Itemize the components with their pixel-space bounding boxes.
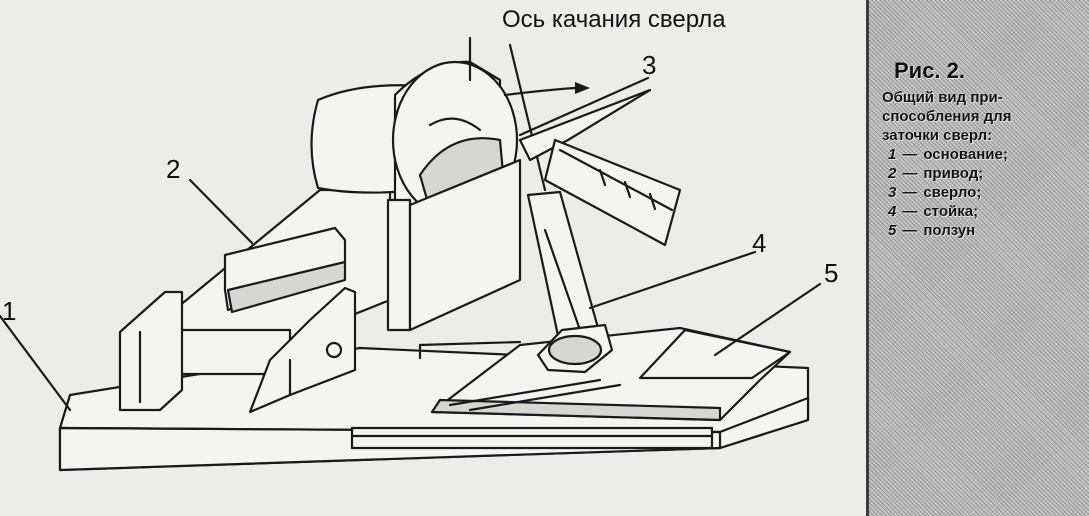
rotation-arrow: [503, 86, 577, 97]
housing-support: [386, 158, 522, 332]
column-post: [526, 190, 614, 374]
figure-title: Рис. 2.: [894, 58, 966, 83]
rotation-arrowhead: [575, 82, 590, 94]
callout-3: 3: [642, 50, 657, 80]
callout-5: 5: [824, 258, 839, 288]
caption-panel: [869, 0, 1089, 516]
legend-item-base: 1 — основание;: [888, 146, 1008, 163]
callout-4: 4: [752, 228, 767, 258]
callout-2: 2: [166, 154, 181, 184]
swing-axis-label: Ось качания сверла: [502, 6, 726, 33]
caption-line-1: Общий вид при-: [882, 89, 1003, 106]
legend-item-slider: 5 — ползун: [888, 222, 976, 239]
legend-item-drill: 3 — сверло;: [888, 184, 982, 201]
legend-item-drive: 2 — привод;: [888, 165, 984, 182]
caption-line-2: способления для: [882, 108, 1012, 125]
front-rail: [350, 426, 714, 450]
caption-line-3: заточки сверл:: [882, 127, 993, 144]
figure-caption: Рис. 2. Общий вид при- способления для з…: [882, 58, 1082, 240]
slider-plate: [418, 326, 792, 422]
leader-lines: [0, 76, 822, 412]
fixture-drawing: [0, 36, 822, 472]
legend-item-column: 4 — стойка;: [888, 203, 979, 220]
callout-1: 1: [2, 296, 17, 326]
panel-divider: [866, 0, 869, 516]
drill-holder: [508, 43, 682, 247]
